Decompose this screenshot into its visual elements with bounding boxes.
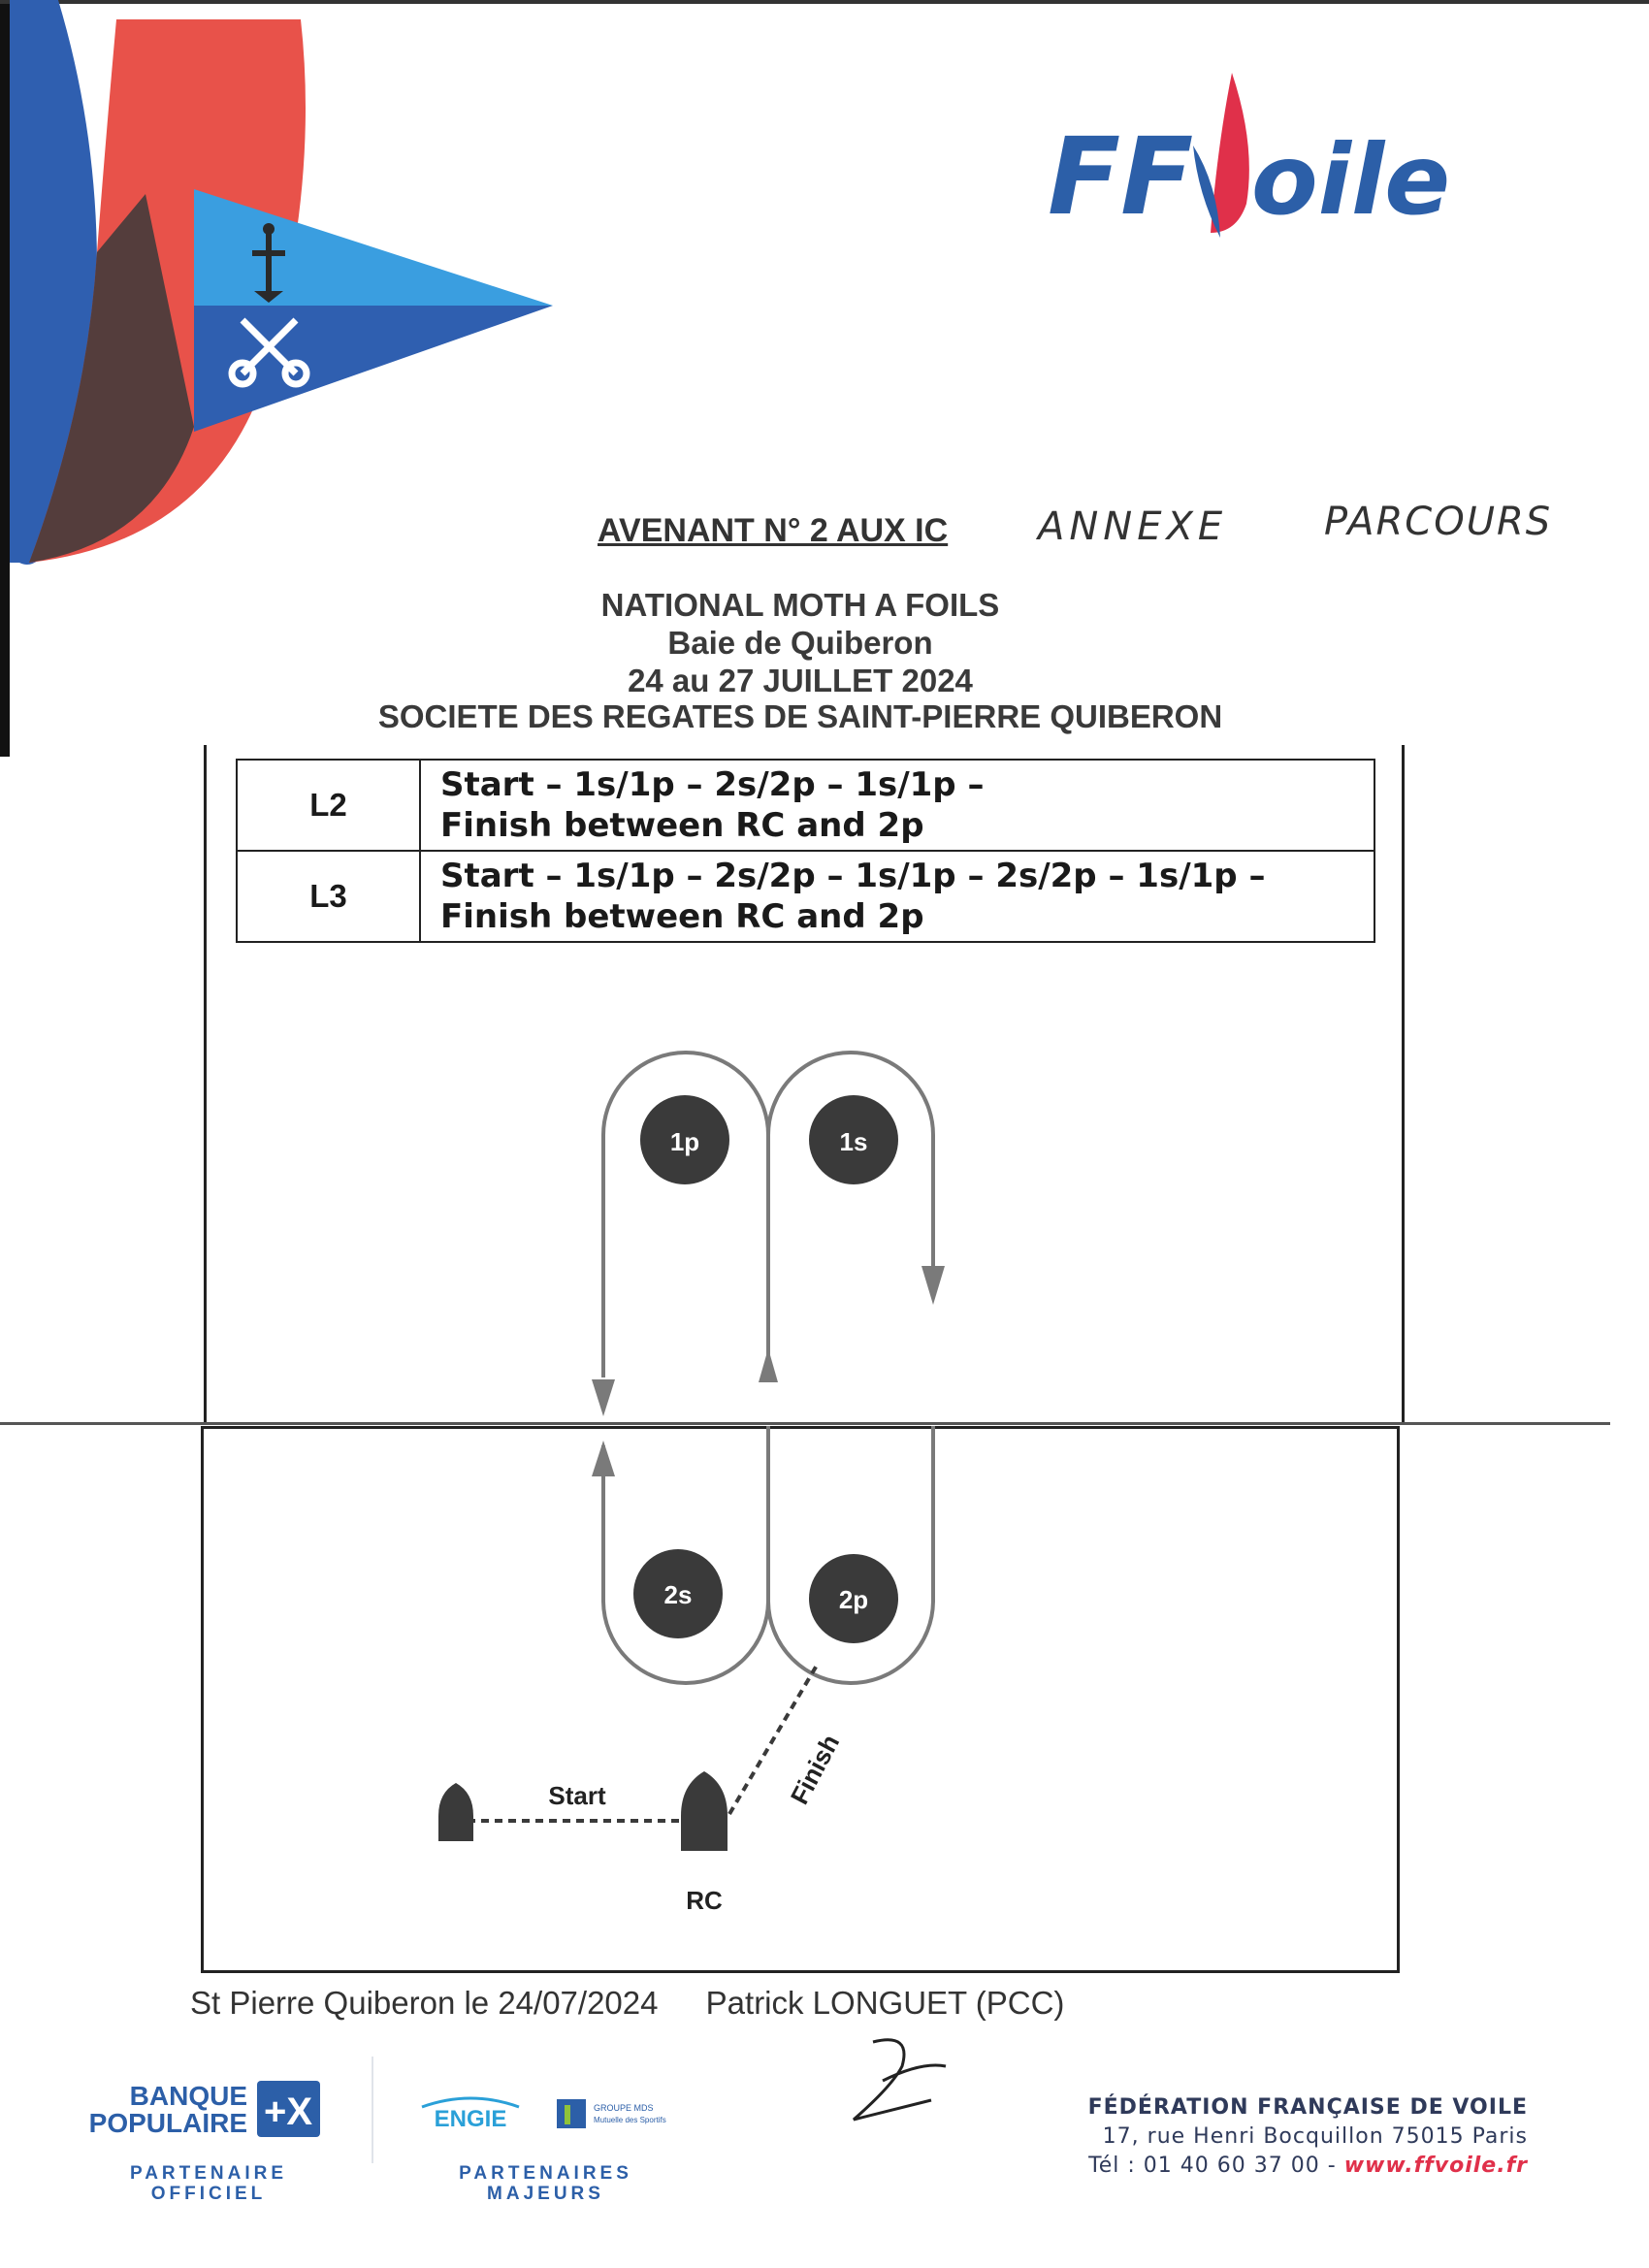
arrow-down-left xyxy=(592,1379,615,1416)
logo-ff-text: FF xyxy=(1048,114,1193,239)
crossed-keys-icon xyxy=(228,317,310,388)
mark-1s: 1s xyxy=(809,1095,898,1184)
event-organizer: SOCIETE DES REGATES DE SAINT-PIERRE QUIB… xyxy=(377,698,1223,734)
deco-dark-shape xyxy=(29,194,194,563)
partner-official-label: PARTENAIRE OFFICIEL xyxy=(129,2163,288,2204)
mark-1p: 1p xyxy=(640,1095,729,1184)
mark-1s-label: 1s xyxy=(840,1127,868,1156)
event-dates: 24 au 27 JUILLET 2024 xyxy=(628,663,973,698)
ffv-phone-line: Tél : 01 40 60 37 00 - www.ffvoile.fr xyxy=(1067,2152,1528,2181)
bp-line-1: BANQUE xyxy=(130,2081,247,2111)
route-table: L2 Start – 1s/1p – 2s/2p – 1s/1p – Finis… xyxy=(236,759,1375,943)
route-line-1p-loop xyxy=(601,1051,770,1377)
pennant-lower xyxy=(194,306,553,432)
engie-arc-icon xyxy=(421,2096,520,2109)
place-date: St Pierre Quiberon le 24/07/2024 xyxy=(190,1985,659,2021)
partners-major-label: PARTENAIRES MAJEURS xyxy=(459,2163,632,2204)
ermine-icon xyxy=(252,223,285,303)
ffv-address: 17, rue Henri Bocquillon 75015 Paris xyxy=(1102,2124,1528,2149)
ffv-contact-block: FÉDÉRATION FRANÇAISE DE VOILE 17, rue He… xyxy=(1067,2093,1528,2181)
footer-divider xyxy=(372,2057,373,2163)
event-name: NATIONAL MOTH A FOILS xyxy=(600,587,1000,623)
route-description: Start – 1s/1p – 2s/2p – 1s/1p – 2s/2p – … xyxy=(419,850,1375,943)
table-row: L2 Start – 1s/1p – 2s/2p – 1s/1p – Finis… xyxy=(236,759,1375,852)
handwritten-signature xyxy=(853,2038,947,2122)
groupe-mds-logo: GROUPE MDS Mutuelle des Sportifs xyxy=(557,2099,666,2128)
ffv-name: FÉDÉRATION FRANÇAISE DE VOILE xyxy=(1087,2095,1528,2120)
scan-edge-top xyxy=(0,0,1649,4)
rc-label: RC xyxy=(686,1886,723,1915)
route-line-1: Start – 1s/1p – 2s/2p – 1s/1p – 2s/2p – … xyxy=(440,857,1266,895)
route-code: L2 xyxy=(236,759,421,852)
mds-square-icon xyxy=(557,2099,586,2128)
pin-end-boat-icon xyxy=(438,1783,473,1841)
course-diagram: 1p 1s 2s 2p Start Finish RC xyxy=(438,1051,945,1915)
mds-line-1: GROUPE MDS xyxy=(594,2103,654,2113)
course-frame-top xyxy=(204,745,1405,1424)
handwritten-parcours: PARCOURS xyxy=(1324,500,1553,544)
ffvoile-logo: FF oile xyxy=(1048,73,1450,239)
mark-1p-label: 1p xyxy=(670,1127,699,1156)
engie-text: ENGIE xyxy=(435,2106,507,2132)
handwritten-annexe: ANNEXE xyxy=(1038,504,1228,549)
engie-logo: ENGIE xyxy=(421,2096,520,2132)
route-line-2: Finish between RC and 2p xyxy=(440,897,924,936)
bp-line-2: POPULAIRE xyxy=(89,2108,247,2138)
logo-sail-icon xyxy=(1211,73,1249,233)
arrow-down-right xyxy=(922,1266,945,1305)
mds-line-2: Mutuelle des Sportifs xyxy=(594,2116,666,2124)
pennant-upper xyxy=(194,189,553,306)
amendment-title: AVENANT N° 2 AUX IC xyxy=(598,512,949,549)
route-line-1: Start – 1s/1p – 2s/2p – 1s/1p – xyxy=(440,765,985,804)
route-line-2: Finish between RC and 2p xyxy=(440,806,924,845)
finish-line xyxy=(728,1662,820,1816)
logo-voile-text: oile xyxy=(1251,123,1450,237)
banque-populaire-logo: BANQUE POPULAIRE +X xyxy=(89,2081,320,2138)
mark-2p-label: 2p xyxy=(839,1585,868,1614)
committee-boat-icon xyxy=(681,1771,728,1851)
table-row: L3 Start – 1s/1p – 2s/2p – 1s/1p – 2s/2p… xyxy=(236,850,1375,943)
route-line-2p-loop xyxy=(766,1426,935,1685)
course-frame-bottom xyxy=(201,1426,1400,1973)
scan-edge-left xyxy=(0,0,10,757)
route-code: L3 xyxy=(236,850,421,943)
scan-fold-line xyxy=(0,1422,1610,1425)
arrow-up-left-lower xyxy=(592,1441,615,1476)
svg-text:+X: +X xyxy=(264,2090,312,2133)
signatory-name: Patrick LONGUET (PCC) xyxy=(705,1985,1065,2021)
event-venue: Baie de Quiberon xyxy=(667,625,933,661)
route-description: Start – 1s/1p – 2s/2p – 1s/1p – Finish b… xyxy=(419,759,1375,852)
ffv-website-link[interactable]: www.ffvoile.fr xyxy=(1343,2154,1528,2178)
route-line-1s-loop xyxy=(766,1051,935,1358)
mark-2s-label: 2s xyxy=(664,1580,693,1609)
mark-2s: 2s xyxy=(633,1549,723,1638)
start-label: Start xyxy=(548,1781,606,1810)
logo-v-stroke xyxy=(1193,146,1220,238)
signature-line: St Pierre Quiberon le 24/07/2024 Patrick… xyxy=(190,1985,1103,2022)
finish-label: Finish xyxy=(785,1730,845,1809)
regatta-club-pennant-graphic xyxy=(10,0,553,565)
arrow-up-center xyxy=(759,1348,778,1382)
bp-plus-x-icon xyxy=(257,2081,320,2137)
ffv-tel: Tél : 01 40 60 37 00 - xyxy=(1088,2154,1337,2178)
mark-2p: 2p xyxy=(809,1554,898,1643)
route-line-2s-loop xyxy=(601,1426,770,1685)
